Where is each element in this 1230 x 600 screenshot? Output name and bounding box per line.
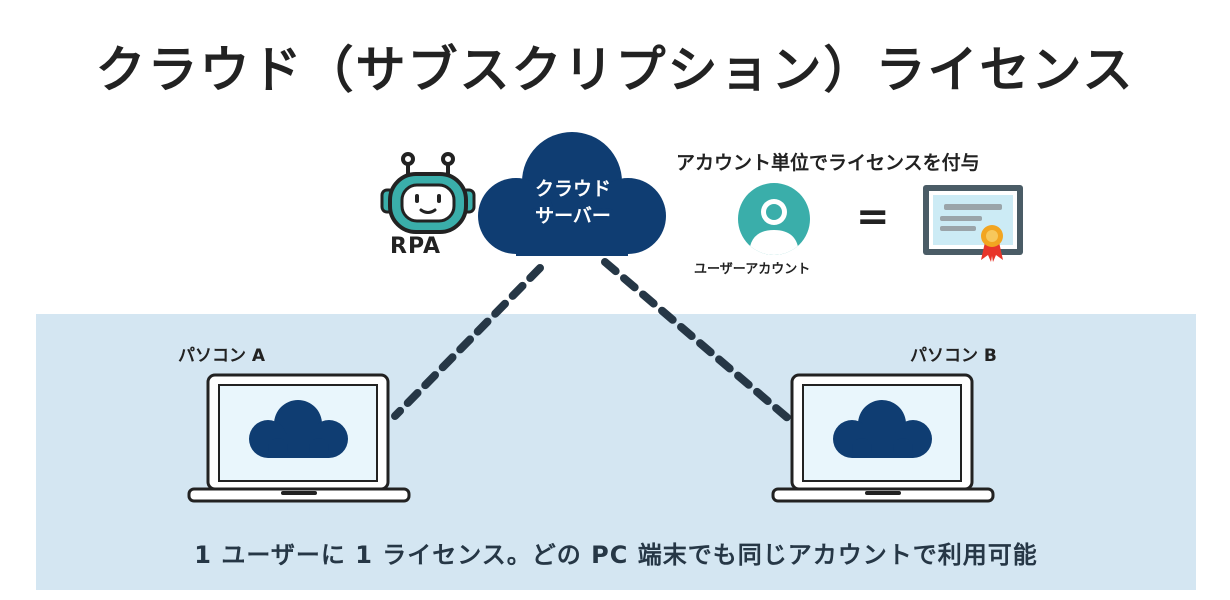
user-account-icon bbox=[738, 183, 810, 255]
server-label-line1: クラウド bbox=[534, 178, 611, 200]
equals-sign: = bbox=[856, 194, 890, 240]
pc-b-label: パソコン B bbox=[910, 346, 997, 366]
license-caption: アカウント単位でライセンスを付与 bbox=[676, 152, 980, 174]
connection-line-b bbox=[601, 258, 794, 424]
page-title: クラウド（サブスクリプション）ライセンス bbox=[95, 41, 1135, 99]
rpa-label: RPA bbox=[390, 234, 442, 259]
server-label-line2: サーバー bbox=[535, 205, 611, 227]
footer-message: 1 ユーザーに 1 ライセンス。どの PC 端末でも同じアカウントで利用可能 bbox=[194, 541, 1038, 569]
pc-a-label: パソコン A bbox=[178, 346, 266, 366]
laptop-b-icon bbox=[771, 373, 995, 503]
certificate-icon bbox=[923, 185, 1023, 262]
laptop-b-cloud-icon bbox=[833, 400, 932, 458]
server-label: クラウド サーバー bbox=[498, 176, 648, 230]
user-account-caption: ユーザーアカウント bbox=[694, 262, 811, 277]
robot-icon bbox=[380, 152, 476, 234]
connection-line-a bbox=[391, 264, 544, 420]
laptop-a-cloud-icon bbox=[249, 400, 348, 458]
laptop-a-icon bbox=[187, 373, 411, 503]
cloud-server-icon bbox=[478, 132, 666, 256]
